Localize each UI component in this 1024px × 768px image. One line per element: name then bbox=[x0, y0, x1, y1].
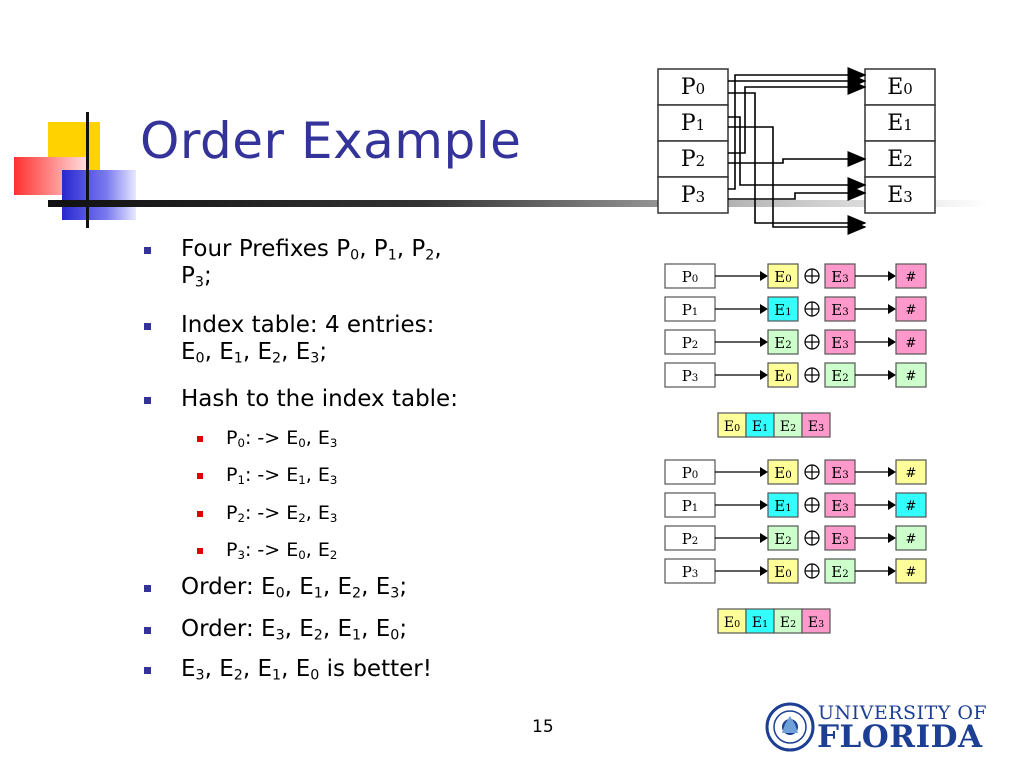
sub-bullet-3-text: P2: -> E2, E3 bbox=[226, 502, 338, 525]
sub-bullet-4-text: P3: -> E0, E2 bbox=[226, 539, 338, 562]
bullet-marker bbox=[144, 627, 151, 634]
order-strip: E0 E1 E2 E3 bbox=[717, 412, 831, 438]
sub-bullet-marker bbox=[197, 473, 203, 479]
map-right-label: E0 bbox=[887, 75, 913, 100]
logo-line2: FLORIDA bbox=[817, 719, 983, 755]
hash-result: # bbox=[906, 303, 917, 318]
deco-blue-block bbox=[62, 170, 136, 220]
order-entry: E0 bbox=[724, 419, 740, 435]
map-connection bbox=[728, 185, 867, 201]
hash-result: # bbox=[906, 369, 917, 384]
map-connection bbox=[728, 126, 867, 235]
map-left-box: P1 bbox=[657, 104, 729, 142]
bullet-marker bbox=[144, 667, 151, 674]
bullet-4-text: Order: E0, E1, E2, E3; bbox=[181, 574, 408, 602]
sub-bullet-2-text: P1: -> E1, E3 bbox=[226, 464, 338, 487]
order-entry: E2 bbox=[780, 615, 796, 631]
bullet-1: Four Prefixes P0, P1, P2,P3; bbox=[144, 236, 442, 291]
map-left-box: P3 bbox=[657, 176, 729, 214]
map-left-label: P3 bbox=[681, 183, 705, 208]
map-connection bbox=[728, 67, 867, 190]
order-entry: E0 bbox=[724, 615, 740, 631]
sub-bullet-3: P2: -> E2, E3 bbox=[197, 502, 338, 525]
sub-bullet-4: P3: -> E0, E2 bbox=[197, 539, 338, 562]
bullet-marker bbox=[144, 585, 151, 592]
bullet-2: Index table: 4 entries:E0, E1, E2, E3; bbox=[144, 312, 435, 367]
sub-bullet-1-text: P0: -> E0, E3 bbox=[226, 427, 338, 450]
map-right-box: E3 bbox=[864, 176, 936, 214]
map-left-label: P2 bbox=[681, 147, 705, 172]
logo-line1: UNIVERSITY OF bbox=[818, 702, 988, 724]
bullet-1-text: Four Prefixes P0, P1, P2, bbox=[181, 236, 442, 264]
hash-result: # bbox=[906, 532, 917, 547]
map-connection bbox=[728, 92, 867, 231]
sub-bullet-marker bbox=[197, 511, 203, 517]
order-entry: E3 bbox=[808, 419, 824, 435]
bullet-2-text-line2: E0, E1, E2, E3; bbox=[181, 339, 328, 367]
bullet-3: Hash to the index table: bbox=[144, 386, 458, 413]
bullet-4: Order: E0, E1, E2, E3; bbox=[144, 574, 408, 602]
bullet-marker bbox=[144, 323, 151, 330]
slide-title: Order Example bbox=[140, 112, 522, 170]
bullet-1-text-line2: P3; bbox=[181, 263, 212, 291]
map-right-box: E0 bbox=[864, 68, 936, 106]
order-strip: E0 E1 E2 E3 bbox=[717, 608, 831, 634]
map-right-label: E2 bbox=[887, 147, 913, 172]
hash-result: # bbox=[906, 565, 917, 580]
bullet-2-text: Index table: 4 entries: bbox=[181, 312, 435, 338]
map-right-label: E3 bbox=[887, 183, 913, 208]
bullet-marker bbox=[144, 247, 151, 254]
hash-result: # bbox=[906, 466, 917, 481]
map-connection bbox=[728, 79, 867, 154]
map-left-box: P0 bbox=[657, 68, 729, 106]
university-seal-icon bbox=[765, 702, 815, 752]
hash-result: # bbox=[906, 270, 917, 285]
order-entry: E2 bbox=[780, 419, 796, 435]
map-left-box: P2 bbox=[657, 140, 729, 178]
title-rule bbox=[48, 200, 988, 207]
map-connection bbox=[728, 116, 867, 193]
map-connection bbox=[728, 151, 867, 167]
sub-bullet-1: P0: -> E0, E3 bbox=[197, 427, 338, 450]
bullet-5: Order: E3, E2, E1, E0; bbox=[144, 616, 408, 644]
map-right-label: E1 bbox=[887, 111, 913, 136]
bullet-5-text: Order: E3, E2, E1, E0; bbox=[181, 616, 408, 644]
hash-result: # bbox=[906, 336, 917, 351]
sub-bullet-marker bbox=[197, 436, 203, 442]
sub-bullet-marker bbox=[197, 548, 203, 554]
bullet-marker bbox=[144, 397, 151, 404]
order-entry: E1 bbox=[752, 419, 768, 435]
map-right-box: E2 bbox=[864, 140, 936, 178]
bullet-6: E3, E2, E1, E0 is better! bbox=[144, 656, 432, 684]
bullet-3-text: Hash to the index table: bbox=[181, 386, 458, 412]
order-entry: E3 bbox=[808, 615, 824, 631]
order-entry: E1 bbox=[752, 615, 768, 631]
page-number: 15 bbox=[532, 717, 554, 737]
sub-bullet-2: P1: -> E1, E3 bbox=[197, 464, 338, 487]
map-right-box: E1 bbox=[864, 104, 936, 142]
bullet-6-text: E3, E2, E1, E0 is better! bbox=[181, 656, 432, 684]
map-left-label: P0 bbox=[681, 75, 705, 100]
deco-vertical-line bbox=[86, 112, 89, 228]
map-left-label: P1 bbox=[681, 111, 705, 136]
hash-result: # bbox=[906, 499, 917, 514]
